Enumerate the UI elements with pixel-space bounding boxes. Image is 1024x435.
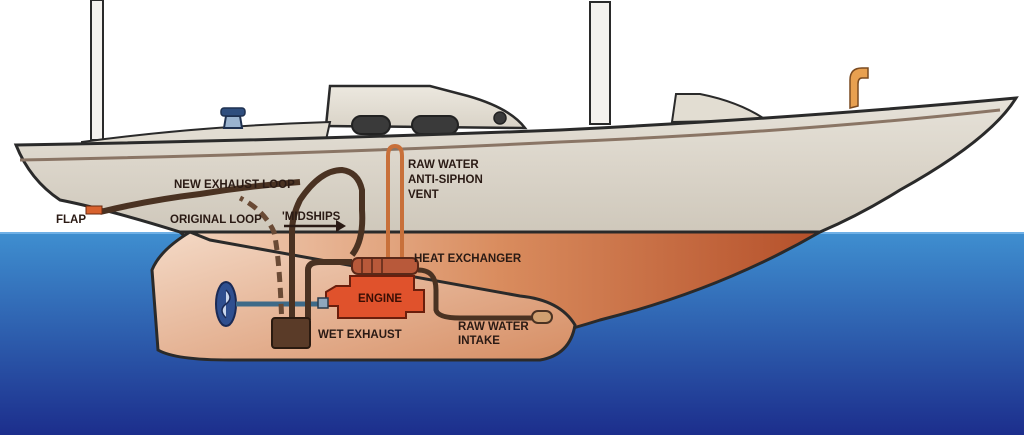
sheer-stripe	[19, 108, 1001, 162]
label-engine: ENGINE	[358, 293, 402, 305]
raw-water-intake-hose	[417, 267, 532, 321]
label-raw-water-vent-2: ANTI-SIPHON	[408, 174, 483, 186]
label-original-loop: ORIGINAL LOOP	[170, 214, 262, 226]
engine-coupling	[317, 297, 329, 309]
propeller-icon	[221, 289, 231, 319]
anti-siphon-vent-pipe	[386, 143, 404, 258]
mast-fwd	[589, 1, 611, 125]
winch	[222, 115, 244, 129]
label-wet-exhaust: WET EXHAUST	[318, 329, 402, 341]
portlight-2	[411, 115, 459, 135]
winch-top	[220, 107, 246, 117]
label-raw-water-vent-1: RAW WATER	[408, 159, 479, 171]
new-exhaust-outlet-hose	[99, 179, 301, 215]
label-new-exhaust-loop: NEW EXHAUST LOOP	[174, 179, 295, 191]
label-flap: FLAP	[56, 214, 86, 226]
label-midships: 'MIDSHIPS	[282, 211, 341, 223]
portlight-3	[493, 111, 507, 125]
mast-aft	[90, 0, 104, 141]
new-exhaust-loop-hose	[289, 166, 366, 326]
heat-exchanger	[351, 257, 419, 275]
label-raw-water-intake-1: RAW WATER	[458, 321, 529, 333]
wet-exhaust-muffler	[271, 317, 311, 349]
midships-arrow-head	[336, 220, 346, 232]
dorade-vent	[849, 67, 869, 109]
label-raw-water-intake-2: INTAKE	[458, 335, 500, 347]
label-heat-exchanger: HEAT EXCHANGER	[414, 253, 522, 265]
exhaust-hose-engine	[305, 259, 352, 271]
portlight-1	[351, 115, 391, 135]
exhaust-flap	[85, 205, 103, 215]
label-raw-water-vent-3: VENT	[408, 189, 439, 201]
raw-water-intake-fitting	[531, 310, 553, 324]
original-loop-hose	[238, 195, 285, 331]
